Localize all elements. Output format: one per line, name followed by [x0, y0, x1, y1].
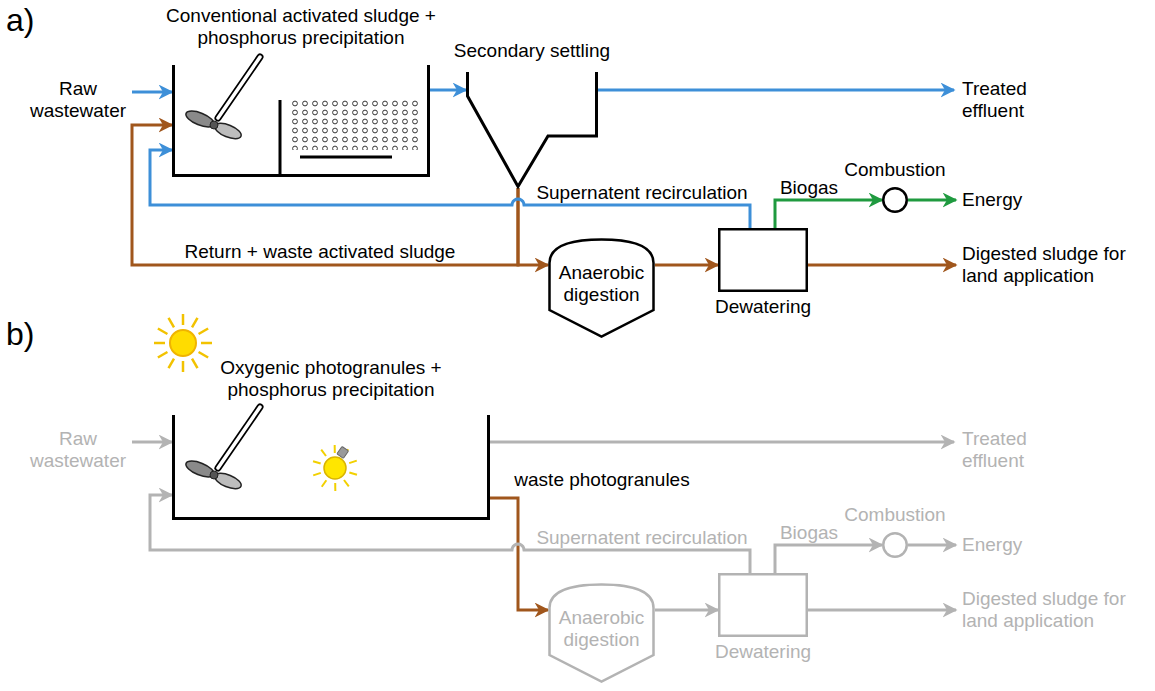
- stream-label: Biogas: [778, 523, 840, 542]
- unit-label: Combustion: [830, 504, 960, 526]
- flow-arrow: [908, 199, 956, 202]
- digester-unit: Anaerobic digestion: [548, 238, 655, 338]
- stream-name: Energy: [962, 534, 1062, 556]
- dewatering-box: [719, 574, 807, 636]
- stream-label: Supernatent recirculation: [534, 528, 749, 547]
- flow-arrow: [908, 544, 956, 547]
- flow-arrow: [655, 609, 718, 612]
- sun-icon: [154, 314, 212, 372]
- stream-label: Digested sludge for land application: [962, 588, 1147, 632]
- settler-outline: [466, 72, 598, 188]
- stream-label: Treated effluent: [962, 78, 1072, 122]
- stream-name: Treated effluent: [962, 428, 1072, 472]
- unit-label: Anaerobic digestion: [548, 262, 655, 306]
- stream-label: Energy: [962, 189, 1062, 211]
- panel-letter: a): [6, 4, 34, 36]
- circle-unit: Combustion: [882, 187, 908, 213]
- flow-arrow: [655, 264, 718, 267]
- stream-label: Biogas: [778, 178, 840, 197]
- box-unit: Dewatering: [718, 573, 808, 637]
- clarifier-wall: [468, 72, 597, 187]
- panel-letter: b): [6, 318, 34, 350]
- unit-label: Anaerobic digestion: [548, 607, 655, 651]
- unit-label: Conventional activated sludge + phosphor…: [136, 5, 466, 49]
- digester-unit: Anaerobic digestion: [548, 583, 655, 683]
- flow-arrow: [150, 150, 750, 228]
- flow-arrow: [775, 545, 882, 573]
- tank-divider: [279, 100, 282, 177]
- flow-arrow: [490, 441, 954, 444]
- unit-label: Dewatering: [693, 641, 833, 663]
- mixer: [184, 407, 260, 492]
- flow-arrow: [598, 89, 954, 92]
- stream-label: Energy: [962, 534, 1062, 556]
- flow-arrow: [132, 91, 172, 94]
- tank-outline: [172, 415, 490, 520]
- flow-arrow: [132, 125, 518, 265]
- settler-unit: Secondary settling: [466, 72, 598, 188]
- flow-arrow: [430, 89, 466, 92]
- tank-wall: [174, 415, 489, 519]
- tank-wall: [174, 65, 429, 176]
- combustion-circle: [883, 533, 907, 557]
- flow-arrow: [775, 200, 882, 228]
- lightbulb-icon: [313, 445, 357, 491]
- flow-arrow: [808, 264, 956, 267]
- tank-unit: Oxygenic photogranules + phosphorus prec…: [172, 415, 490, 520]
- unit-label: Dewatering: [693, 296, 833, 318]
- flow-arrow: [808, 609, 956, 612]
- circle-outline: [882, 187, 908, 213]
- stream-name: Digested sludge for land application: [962, 243, 1147, 287]
- stream-name: Treated effluent: [962, 78, 1072, 122]
- stream-name: Energy: [962, 189, 1062, 211]
- dewatering-box: [719, 229, 807, 291]
- box-unit: Dewatering: [718, 228, 808, 292]
- mixer: [184, 57, 260, 142]
- unit-label: Combustion: [830, 159, 960, 181]
- tank-unit: Conventional activated sludge + phosphor…: [172, 65, 430, 177]
- stream-name: Raw wastewater: [28, 428, 128, 472]
- circle-unit: Combustion: [882, 532, 908, 558]
- stream-name: Digested sludge for land application: [962, 588, 1147, 632]
- box-outline: [718, 228, 808, 292]
- box-outline: [718, 573, 808, 637]
- diffuser: [300, 156, 392, 159]
- flow-arrow: [150, 495, 750, 573]
- tank-outline: [172, 65, 430, 177]
- aeration-bubbles: [292, 100, 418, 150]
- stream-label: Return + waste activated sludge: [183, 242, 458, 261]
- stream-label: Digested sludge for land application: [962, 243, 1147, 287]
- circle-outline: [882, 532, 908, 558]
- unit-label: Oxygenic photogranules + phosphorus prec…: [181, 357, 481, 401]
- stream-name: Raw wastewater: [28, 78, 128, 122]
- stream-label: waste photogranules: [512, 470, 691, 489]
- flow-arrow: [132, 441, 172, 444]
- stream-label: Supernatent recirculation: [534, 183, 749, 202]
- combustion-circle: [883, 188, 907, 212]
- stream-label: Treated effluent: [962, 428, 1072, 472]
- stream-label: Raw wastewater: [28, 78, 128, 122]
- unit-label: Secondary settling: [432, 40, 632, 62]
- stream-label: Raw wastewater: [28, 428, 128, 472]
- flow-arrow: [490, 498, 548, 610]
